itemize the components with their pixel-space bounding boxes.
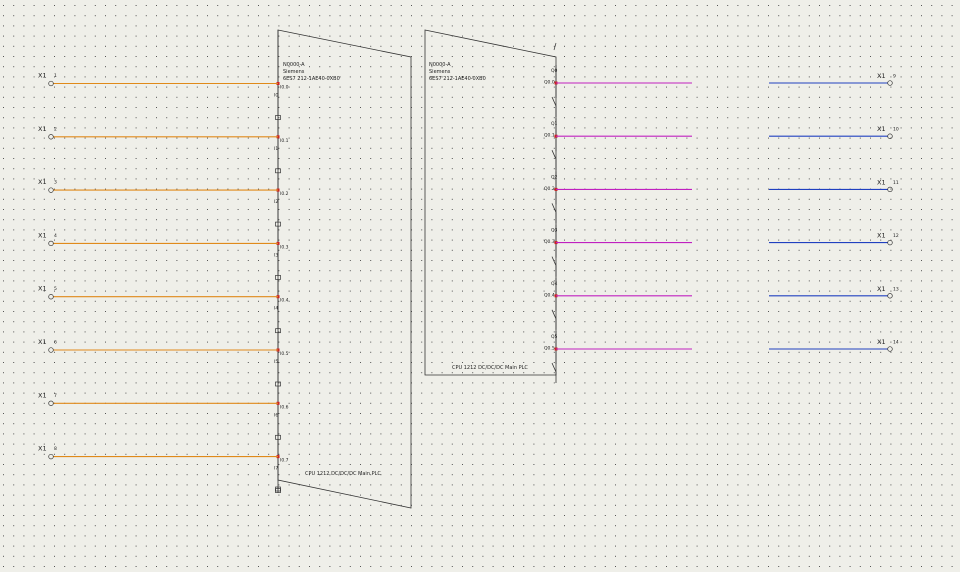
output-contact-symbol	[551, 203, 557, 213]
output-contact-symbol	[551, 309, 557, 319]
input-pin-label: I0.4	[280, 298, 289, 304]
terminal-circle[interactable]	[48, 80, 54, 87]
terminal-number: 1	[54, 73, 57, 79]
terminal-strip-label: X1	[38, 338, 47, 346]
output-channel-label: Q5	[551, 334, 558, 340]
terminal-number: 13	[893, 286, 899, 292]
grid-dots	[3, 5, 953, 567]
terminal-circle[interactable]	[48, 294, 54, 300]
output-pin-label: Q0.0	[544, 80, 555, 86]
input-pin-label: I0.0	[280, 85, 289, 91]
terminal-number: 12	[893, 233, 899, 239]
input-channel-label: I2	[274, 199, 278, 205]
plc-input-module[interactable]: N0000-A Siemens 6ES7 212-1AE40-0XB0 CPU …	[274, 29, 412, 509]
terminal-number: 5	[54, 286, 57, 292]
terminal-number: 8	[54, 446, 57, 452]
output-channel-label: Q0	[551, 68, 558, 74]
terminal-number: 4	[54, 233, 57, 239]
output-module-header-ref: N0000-A	[429, 62, 451, 68]
output-pin-label: Q0.4	[544, 292, 555, 298]
terminal-strip-label: X1	[38, 125, 47, 133]
terminal-number: 6	[54, 340, 57, 346]
terminal-strip-label: X1	[877, 338, 886, 346]
output-wires	[556, 82, 888, 350]
input-module-footer: CPU 1212 DC/DC/DC Main PLC	[305, 471, 381, 477]
output-channel-label: Q1	[551, 121, 558, 127]
input-pin-label: I0.1	[280, 138, 289, 144]
input-channel-marker	[275, 486, 281, 492]
output-pin-label: Q0.1	[544, 133, 555, 139]
terminal-circle[interactable]	[48, 400, 54, 406]
output-pin-label: Q0.3	[544, 239, 555, 245]
terminal-strip-label: X1	[38, 72, 47, 80]
output-channel-label: Q2	[551, 174, 558, 180]
input-channel-label: I1	[274, 146, 278, 152]
input-module-outline	[277, 29, 412, 509]
input-pin-label: I0.6	[280, 404, 289, 410]
input-pin-label: I0.2	[280, 191, 289, 197]
terminal-circle[interactable]	[48, 187, 54, 193]
input-pin-label: I0.7	[280, 458, 289, 464]
terminal-strip-label: X1	[38, 391, 47, 399]
terminal-number: 11	[893, 180, 899, 186]
terminal-number: 7	[54, 393, 57, 399]
output-contact-symbol	[551, 150, 557, 160]
input-wires	[53, 82, 278, 458]
output-channel-label: Q3	[551, 228, 558, 234]
terminal-circle[interactable]	[48, 347, 54, 353]
input-module-header-maker: Siemens	[283, 69, 305, 75]
terminal-circle[interactable]	[887, 346, 893, 352]
terminal-circle[interactable]	[887, 133, 893, 139]
plc-output-module[interactable]: N0000-A Siemens 6ES7 212-1AE40-0XB0 CPU …	[424, 29, 558, 383]
terminal-number: 9	[893, 74, 896, 80]
input-module-header-ref: N0000-A	[283, 62, 305, 68]
input-pin-label: I0.5	[280, 351, 289, 357]
output-pin-label: Q0.5	[544, 346, 555, 352]
output-module-header-maker: Siemens	[429, 69, 451, 75]
output-module-header-part: 6ES7 212-1AE40-0XB0	[429, 76, 486, 82]
input-channel-label: I3	[274, 252, 278, 258]
terminal-strip-label: X1	[877, 72, 886, 80]
terminal-strip-label: X1	[877, 285, 886, 293]
input-channel-label: I7	[274, 466, 278, 472]
terminal-circle[interactable]	[887, 80, 893, 86]
terminal-strip-label: X1	[38, 285, 47, 293]
input-module-header-part: 6ES7 212-1AE40-0XB0	[283, 76, 340, 82]
terminal-number: 3	[54, 180, 57, 186]
terminal-strip-label: X1	[38, 178, 47, 186]
terminal-number: 10	[893, 127, 899, 133]
terminal-circle[interactable]	[48, 453, 54, 460]
terminal-circle[interactable]	[48, 134, 54, 140]
output-pin-label: Q0.2	[544, 186, 555, 192]
output-contact-symbol	[551, 256, 557, 266]
input-pin-label: I0.3	[280, 244, 289, 250]
output-channel-label: Q4	[551, 281, 558, 287]
terminal-strip-label: X1	[38, 445, 47, 453]
terminal-circle[interactable]	[48, 240, 54, 247]
terminal-circle[interactable]	[887, 186, 893, 193]
terminal-number: 2	[54, 126, 57, 132]
input-channel-label: I5	[274, 359, 278, 365]
input-channel-label: I0	[274, 93, 278, 99]
terminal-strip-label: X1	[877, 178, 886, 186]
terminal-strip-label: X1	[877, 125, 886, 133]
input-channel-label: I6	[274, 412, 278, 418]
output-module-footer: CPU 1212 DC/DC/DC Main PLC	[452, 365, 528, 371]
terminal-circle[interactable]	[887, 239, 893, 246]
terminal-strip-label: X1	[38, 231, 47, 239]
terminal-strip-label: X1	[877, 232, 886, 240]
output-contact-symbol	[551, 362, 557, 373]
input-channel-label: I4	[274, 306, 278, 312]
terminal-number: 14	[893, 340, 899, 346]
output-contact-symbol	[551, 96, 557, 107]
terminal-circle[interactable]	[887, 293, 893, 299]
